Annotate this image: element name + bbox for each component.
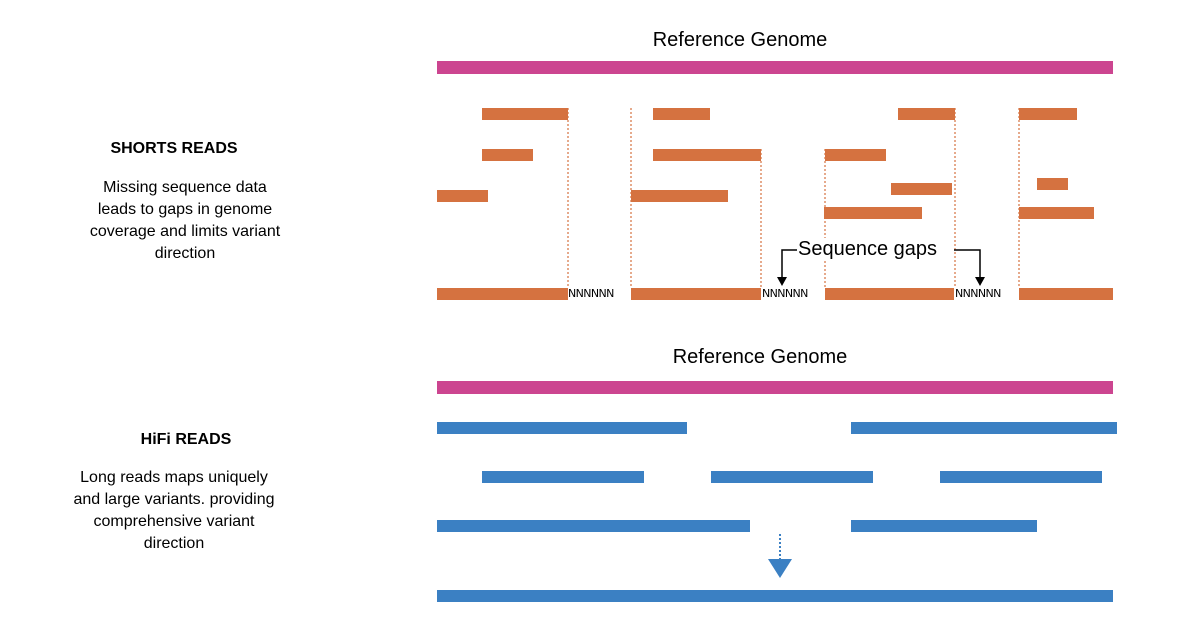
- hifi-read: [482, 471, 644, 483]
- gap-fill-n: NNNNNN: [762, 287, 808, 300]
- short-read: [825, 149, 886, 161]
- short-desc-line-2: leads to gaps in genome: [97, 201, 273, 218]
- hifi-read: [437, 422, 687, 434]
- hifi-read: [711, 471, 873, 483]
- short-desc-line-1: Missing sequence data: [103, 179, 267, 196]
- gap-fill-n: NNNNNN: [568, 287, 614, 300]
- short-read: [631, 190, 728, 202]
- short-read: [482, 149, 533, 161]
- gap-arrow-right: [954, 249, 981, 280]
- hifi-read: [940, 471, 1102, 483]
- reference-genome-title-top: Reference Genome: [652, 29, 828, 51]
- hifi-read: [851, 520, 1037, 532]
- short-reads-title: SHORTS READS: [110, 140, 238, 157]
- hifi-desc-line-1: Long reads maps uniquely: [80, 469, 268, 486]
- short-read: [898, 108, 955, 120]
- hifi-assembled-genome: [437, 590, 1113, 602]
- short-desc-line-4: direction: [154, 245, 216, 262]
- short-read: [1037, 178, 1068, 190]
- hifi-reads-title: HiFi READS: [140, 431, 232, 448]
- assembly-arrowhead: [768, 559, 792, 578]
- hifi-desc-line-4: direction: [143, 535, 205, 552]
- gap-arrowhead-left: [777, 277, 787, 286]
- gap-arrow-left: [781, 249, 798, 280]
- short-desc-line-3: coverage and limits variant: [89, 223, 281, 240]
- short-read: [1019, 207, 1094, 219]
- short-read: [824, 207, 922, 219]
- assembled-contig: [631, 288, 761, 300]
- short-reads-description: Missing sequence data leads to gaps in g…: [55, 177, 315, 265]
- short-read: [653, 149, 761, 161]
- hifi-desc-line-2: and large variants. providing: [73, 491, 275, 508]
- sequence-gaps-label: Sequence gaps: [797, 238, 939, 261]
- assembled-contig: [1019, 288, 1113, 300]
- reference-genome-title-bottom: Reference Genome: [672, 346, 848, 368]
- reference-genome-bar-bottom: [437, 381, 1113, 394]
- short-read: [482, 108, 568, 120]
- hifi-read: [851, 422, 1117, 434]
- assembled-contig: [825, 288, 954, 300]
- gap-fill-n: NNNNNN: [955, 287, 1001, 300]
- short-read: [891, 183, 952, 195]
- short-read: [437, 190, 488, 202]
- hifi-reads-description: Long reads maps uniquely and large varia…: [44, 467, 304, 555]
- short-read: [653, 108, 710, 120]
- hifi-read: [437, 520, 750, 532]
- short-read: [1019, 108, 1077, 120]
- gap-arrowhead-right: [975, 277, 985, 286]
- assembled-contig: [437, 288, 568, 300]
- reference-genome-bar-top: [437, 61, 1113, 74]
- hifi-desc-line-3: comprehensive variant: [93, 513, 255, 530]
